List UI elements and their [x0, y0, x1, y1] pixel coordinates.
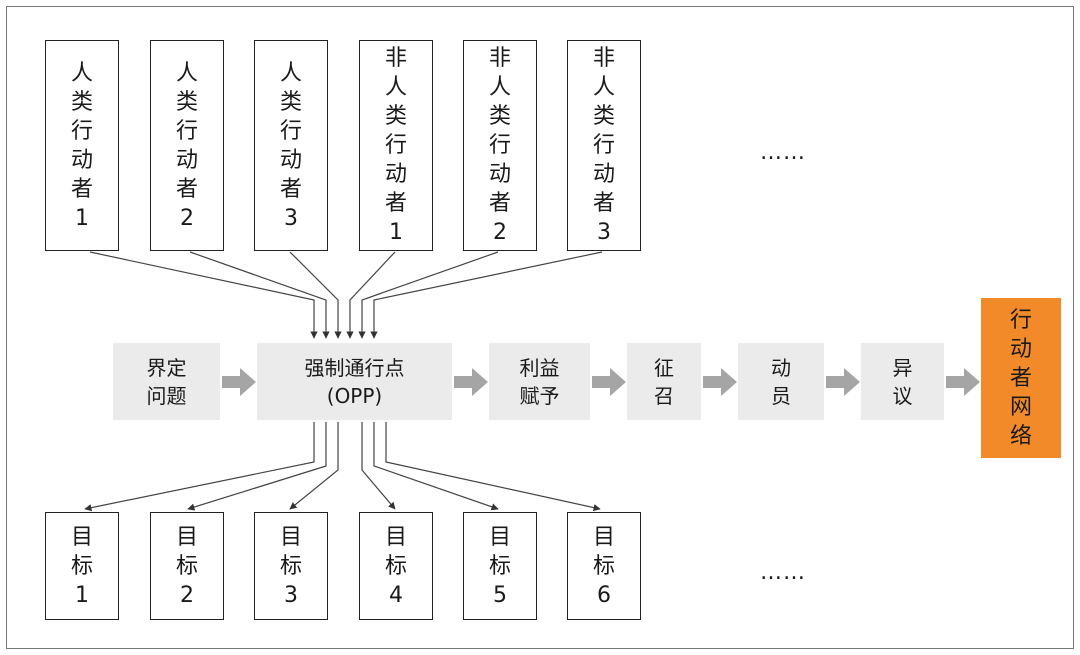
flow-arrow-4: [703, 368, 737, 396]
goal-3-link: [289, 422, 339, 510]
flow-arrow-5: [826, 368, 860, 396]
goal-label: 目 标 1: [70, 524, 93, 608]
stage-opp: 强制通行点 (OPP): [257, 343, 452, 420]
flow-arrow-2: [454, 368, 488, 396]
actor-box-nonhuman-3: 非 人 类 行 动 者 3: [567, 40, 641, 251]
actor-box-nonhuman-2: 非 人 类 行 动 者 2: [463, 40, 537, 251]
actors-ellipsis: ……: [760, 140, 806, 165]
goal-box-4: 目 标 4: [359, 512, 433, 620]
stage-label: 异 议: [892, 355, 913, 408]
actor-label: 非 人 类 行 动 者 2: [488, 46, 511, 245]
goal-2-link: [187, 422, 327, 511]
stage-label: 动 员: [771, 355, 791, 408]
goal-4-link: [361, 422, 396, 510]
goal-label: 目 标 4: [384, 524, 407, 608]
goal-label: 目 标 6: [592, 524, 615, 608]
stage-define-problem: 界定 问题: [113, 343, 220, 420]
actor-to-opp-arrows: [89, 251, 603, 339]
stage-label: 利益 赋予: [519, 355, 560, 408]
actor-network-label: 行 动 者 网 络: [1009, 307, 1032, 449]
actor-1-link: [89, 251, 318, 339]
stage-mobilization: 动 员: [738, 343, 824, 420]
actor-label: 非 人 类 行 动 者 3: [592, 46, 615, 245]
stage-label: 强制通行点 (OPP): [304, 355, 405, 408]
flow-arrow-1: [222, 368, 256, 396]
flow-arrow-3: [592, 368, 626, 396]
actor-5-link: [358, 251, 499, 339]
actor-network-box: 行 动 者 网 络: [981, 298, 1061, 458]
goal-label: 目 标 5: [488, 524, 511, 608]
stage-enrolment: 征 召: [627, 343, 701, 420]
goal-box-6: 目 标 6: [567, 512, 641, 620]
goals-ellipsis: ……: [760, 560, 806, 585]
actor-4-link: [346, 251, 396, 339]
flow-arrow-6: [946, 368, 980, 396]
actor-2-link: [189, 251, 330, 339]
goal-1-link: [84, 422, 315, 512]
goal-box-1: 目 标 1: [45, 512, 119, 620]
stage-dissidence: 异 议: [861, 343, 944, 420]
goal-5-link: [373, 422, 499, 511]
actor-box-human-3: 人 类 行 动 者 3: [254, 40, 328, 251]
actor-label: 人 类 行 动 者 1: [70, 60, 93, 231]
diagram-frame: [6, 6, 1074, 649]
goal-6-link: [385, 422, 601, 512]
stage-interessement: 利益 赋予: [489, 343, 590, 420]
actor-box-human-2: 人 类 行 动 者 2: [150, 40, 224, 251]
opp-to-goal-arrows: [84, 422, 601, 512]
goal-label: 目 标 2: [175, 524, 198, 608]
actor-box-human-1: 人 类 行 动 者 1: [45, 40, 119, 251]
actor-6-link: [370, 251, 603, 339]
actor-label: 非 人 类 行 动 者 1: [384, 46, 407, 245]
stage-label: 界定 问题: [146, 355, 187, 408]
goal-box-3: 目 标 3: [254, 512, 328, 620]
actor-box-nonhuman-1: 非 人 类 行 动 者 1: [359, 40, 433, 251]
actor-label: 人 类 行 动 者 3: [279, 60, 302, 231]
actor-3-link: [289, 251, 342, 339]
goal-label: 目 标 3: [279, 524, 302, 608]
actor-label: 人 类 行 动 者 2: [175, 60, 198, 231]
goal-box-2: 目 标 2: [150, 512, 224, 620]
stage-flow-arrows: [222, 368, 980, 396]
goal-box-5: 目 标 5: [463, 512, 537, 620]
stage-label: 征 召: [654, 355, 674, 408]
